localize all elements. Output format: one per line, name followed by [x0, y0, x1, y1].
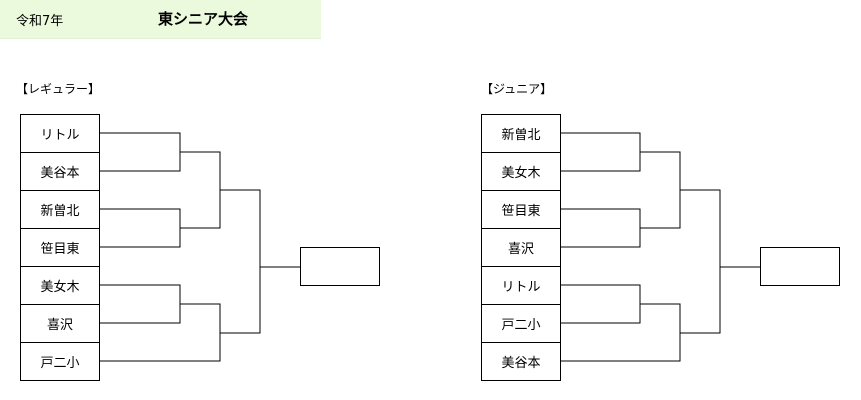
- junior-final: [680, 189, 721, 334]
- regular-team-1: リトル: [20, 114, 100, 153]
- title-banner: 令和7年 東シニア大会: [0, 0, 321, 39]
- regular-r2-match-1: [180, 151, 221, 229]
- junior-r2-match-2: [561, 303, 681, 362]
- tournament-title: 東シニア大会: [158, 10, 249, 28]
- regular-r2-match-2: [100, 303, 221, 362]
- junior-team-3: 笹目東: [481, 191, 561, 229]
- regular-r1-match-3: [100, 284, 181, 324]
- regular-r1-match-1: [100, 132, 181, 172]
- junior-r1-match-3: [561, 284, 641, 324]
- year-label: 令和7年: [16, 14, 64, 29]
- junior-team-2: 美女木: [481, 153, 561, 191]
- regular-team-3: 新曽北: [20, 191, 100, 229]
- junior-team-4: 喜沢: [481, 229, 561, 267]
- junior-r1-match-1: [561, 132, 641, 172]
- regular-team-2: 美谷本: [20, 153, 100, 191]
- regular-final: [220, 189, 261, 334]
- regular-team-5: 美女木: [20, 267, 100, 305]
- regular-team-7: 戸二小: [20, 343, 100, 381]
- regular-section-label: 【レギュラー】: [16, 82, 101, 96]
- regular-winner-box: [300, 247, 380, 286]
- regular-team-4: 笹目東: [20, 229, 100, 267]
- regular-team-6: 喜沢: [20, 305, 100, 343]
- junior-team-1: 新曽北: [481, 114, 561, 153]
- junior-section-label: 【ジュニア】: [481, 82, 553, 96]
- junior-team-7: 美谷本: [481, 343, 561, 381]
- junior-r1-match-2: [561, 208, 641, 248]
- junior-winner-box: [760, 247, 840, 286]
- regular-r1-match-2: [100, 208, 181, 248]
- junior-r2-match-1: [640, 151, 681, 229]
- junior-team-5: リトル: [481, 267, 561, 305]
- junior-team-6: 戸二小: [481, 305, 561, 343]
